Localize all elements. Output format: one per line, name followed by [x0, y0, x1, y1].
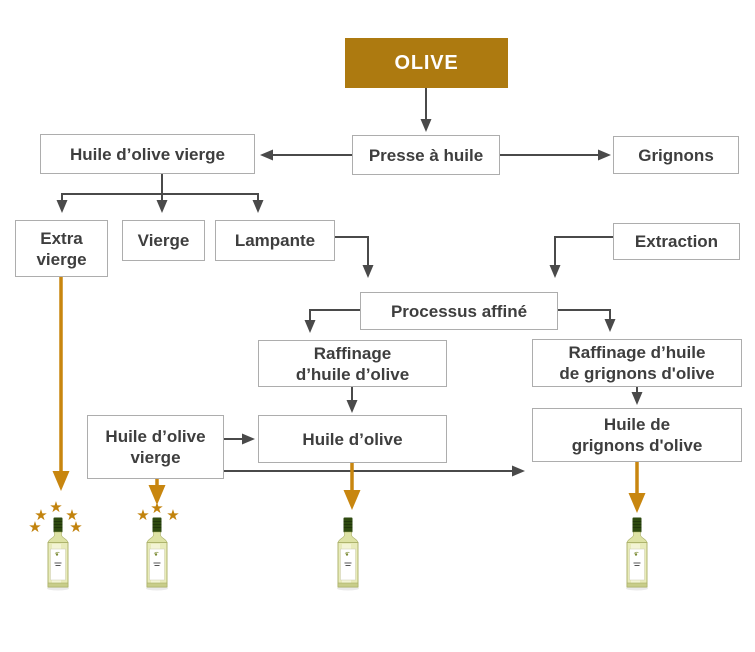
olive-oil-bottle-icon: [626, 517, 648, 591]
connector-processus-raffinage-olive: [304, 309, 360, 333]
node-vierge: Vierge: [122, 220, 205, 261]
node-olive: OLIVE: [345, 38, 508, 88]
connector-vierge-split-bar: [62, 174, 258, 195]
node-presse-a-huile: Presse à huile: [352, 135, 500, 175]
node-extra-vierge: Extra vierge: [15, 220, 108, 277]
olive-oil-bottle-extra-vierge: ★★★★★: [23, 500, 93, 595]
node-huile-olive-vierge: Huile d’olive vierge: [40, 134, 255, 174]
node-huile-grignons: Huile de grignons d'olive: [532, 408, 742, 462]
node-raffinage-huile-olive: Raffinage d’huile d’olive: [258, 340, 447, 387]
quality-star-icon: ★: [166, 507, 180, 524]
node-huile-olive-vierge-2: Huile d’olive vierge: [87, 415, 224, 479]
node-extraction: Extraction: [613, 223, 740, 260]
olive-oil-bottle-icon: [146, 517, 168, 591]
quality-star-icon: ★: [34, 507, 48, 524]
olive-oil-bottle-icon: [337, 517, 359, 591]
connector-processus-raffinage-grignons: [558, 309, 616, 332]
connector-lampante-processus: [335, 236, 374, 278]
node-huile-olive: Huile d’olive: [258, 415, 447, 463]
connector-extraction-processus: [549, 236, 613, 278]
olive-oil-bottle-huile-olive-vierge: ★★★: [122, 500, 192, 595]
olive-oil-bottle-huile-olive: [313, 500, 383, 595]
node-processus-affine: Processus affiné: [360, 292, 558, 330]
quality-star-icon: ★: [28, 519, 42, 536]
olive-oil-bottle-huile-grignons: [602, 500, 672, 595]
node-grignons: Grignons: [613, 136, 739, 174]
quality-star-icon: ★: [65, 507, 79, 524]
quality-star-icon: ★: [49, 499, 63, 516]
quality-star-icon: ★: [69, 519, 83, 536]
olive-oil-bottle-icon: [47, 517, 69, 591]
quality-star-icon: ★: [150, 500, 164, 517]
node-lampante: Lampante: [215, 220, 335, 261]
quality-star-icon: ★: [136, 507, 150, 524]
node-raffinage-grignons: Raffinage d’huile de grignons d'olive: [532, 339, 742, 387]
